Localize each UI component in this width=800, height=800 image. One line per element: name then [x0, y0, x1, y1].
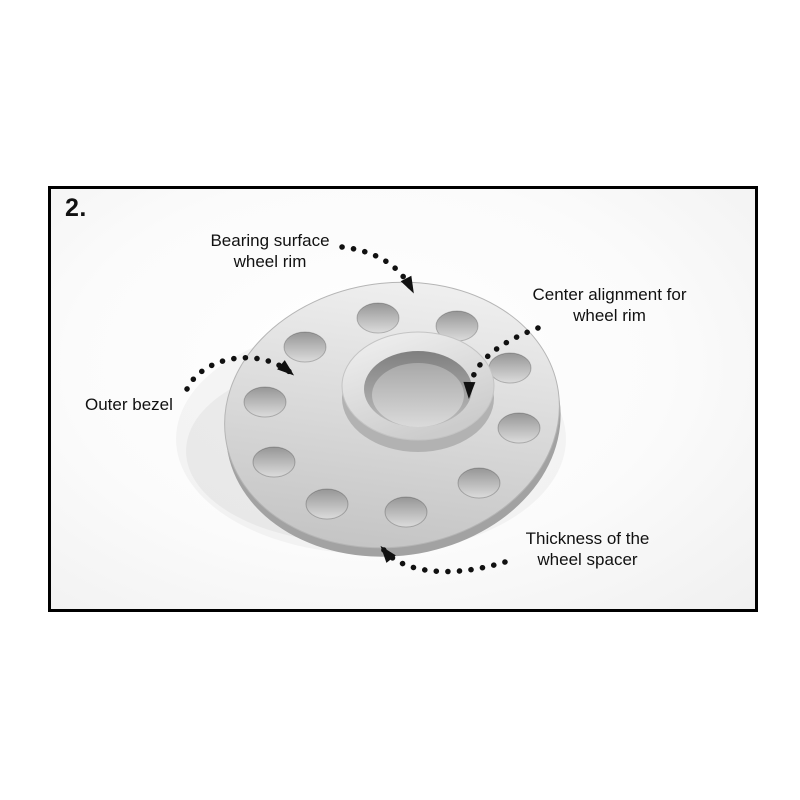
label-thickness: Thickness of the wheel spacer — [525, 529, 650, 569]
center-alignment-arrow — [463, 325, 541, 399]
wheel-spacer-illustration — [184, 244, 561, 575]
step-number: 2. — [65, 194, 87, 222]
bearing-surface-arrow — [339, 244, 415, 294]
spacer-center-hub — [341, 331, 495, 452]
spacer-bolt-holes — [243, 302, 541, 528]
figure-frame: 2. Bearing surface wheel rim Center alig… — [48, 186, 758, 612]
thickness-arrow — [380, 545, 508, 575]
label-center-alignment: Center alignment for wheel rim — [532, 285, 687, 325]
label-outer-bezel: Outer bezel — [85, 395, 173, 414]
label-bearing-surface: Bearing surface wheel rim — [210, 231, 330, 271]
leader-arrows — [184, 244, 541, 575]
outer-bezel-arrow — [184, 355, 295, 392]
